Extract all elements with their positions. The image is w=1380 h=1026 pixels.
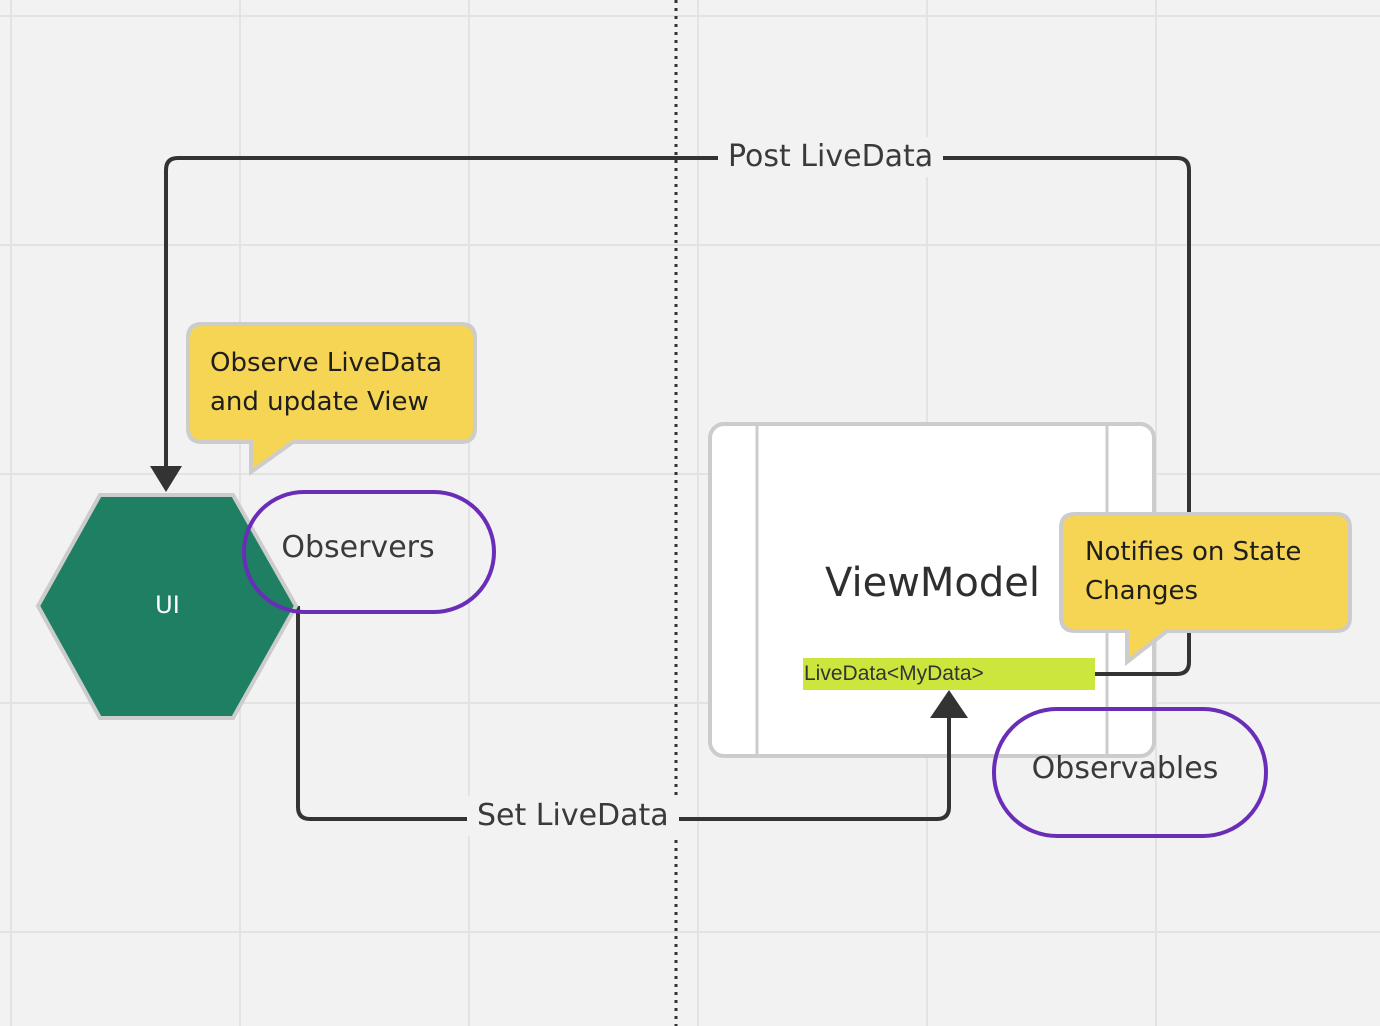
observe-note-bubble[interactable] <box>186 322 477 476</box>
livedata-field[interactable]: LiveData<MyData> <box>803 658 1095 690</box>
post-livedata-arrowhead <box>150 466 182 492</box>
post-livedata-connector[interactable] <box>164 156 1191 676</box>
observables-pill[interactable] <box>992 707 1268 838</box>
viewmodel-label: ViewModel <box>824 560 1041 606</box>
observe-note-text: Observe LiveData and update View <box>210 348 443 417</box>
observables-label: Observables <box>1031 751 1219 786</box>
observers-label: Observers <box>281 530 435 565</box>
set-livedata-label: Set LiveData <box>467 796 679 836</box>
notifies-note-text: Notifies on State Changes <box>1085 537 1302 606</box>
set-livedata-arrowhead <box>930 690 968 718</box>
ui-label: UI <box>155 591 180 619</box>
observers-pill[interactable] <box>242 490 496 614</box>
post-livedata-label: Post LiveData <box>718 137 944 177</box>
notifies-note-bubble[interactable] <box>1059 512 1352 667</box>
ui-hexagon[interactable] <box>35 493 299 720</box>
